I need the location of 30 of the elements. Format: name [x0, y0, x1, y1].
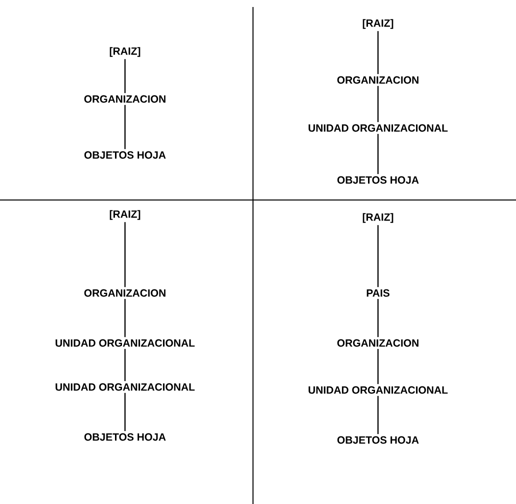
connector-line: [124, 298, 126, 338]
hierarchy-label: UNIDAD ORGANIZACIONAL: [56, 383, 195, 391]
hierarchy-label: UNIDAD ORGANIZACIONAL: [56, 339, 195, 347]
connector-line: [124, 222, 126, 288]
hierarchy-label: PAIS: [366, 289, 390, 297]
hierarchy-label: [RAIZ]: [362, 19, 394, 29]
hierarchy-label: UNIDAD ORGANIZACIONAL: [308, 124, 448, 132]
connector-line: [124, 104, 126, 150]
connector-line: [377, 86, 379, 122]
hierarchy-label: ORGANIZACION: [84, 289, 166, 297]
hierarchy-label: UNIDAD ORGANIZACIONAL: [308, 386, 448, 394]
hierarchy-label: [RAIZ]: [362, 213, 394, 223]
connector-line: [377, 225, 379, 288]
connector-line: [124, 392, 126, 432]
hierarchy-label: OBJETOS HOJA: [84, 151, 166, 159]
connector-line: [124, 59, 126, 94]
hierarchy-label: OBJETOS HOJA: [84, 433, 166, 441]
connector-line: [124, 348, 126, 382]
hierarchy-label: ORGANIZACION: [337, 76, 418, 84]
hierarchy-label: ORGANIZACION: [337, 339, 418, 347]
hierarchy-label: [RAIZ]: [110, 47, 140, 57]
hierarchy-label: OBJETOS HOJA: [337, 436, 419, 444]
connector-line: [377, 396, 379, 434]
connector-line: [377, 134, 379, 174]
connector-line: [377, 298, 379, 338]
hierarchy-label: [RAIZ]: [110, 210, 140, 220]
hierarchy-label: OBJETOS HOJA: [337, 176, 419, 184]
hierarchy-label: ORGANIZACION: [84, 95, 166, 103]
connector-line: [377, 348, 379, 384]
connector-line: [377, 31, 379, 74]
